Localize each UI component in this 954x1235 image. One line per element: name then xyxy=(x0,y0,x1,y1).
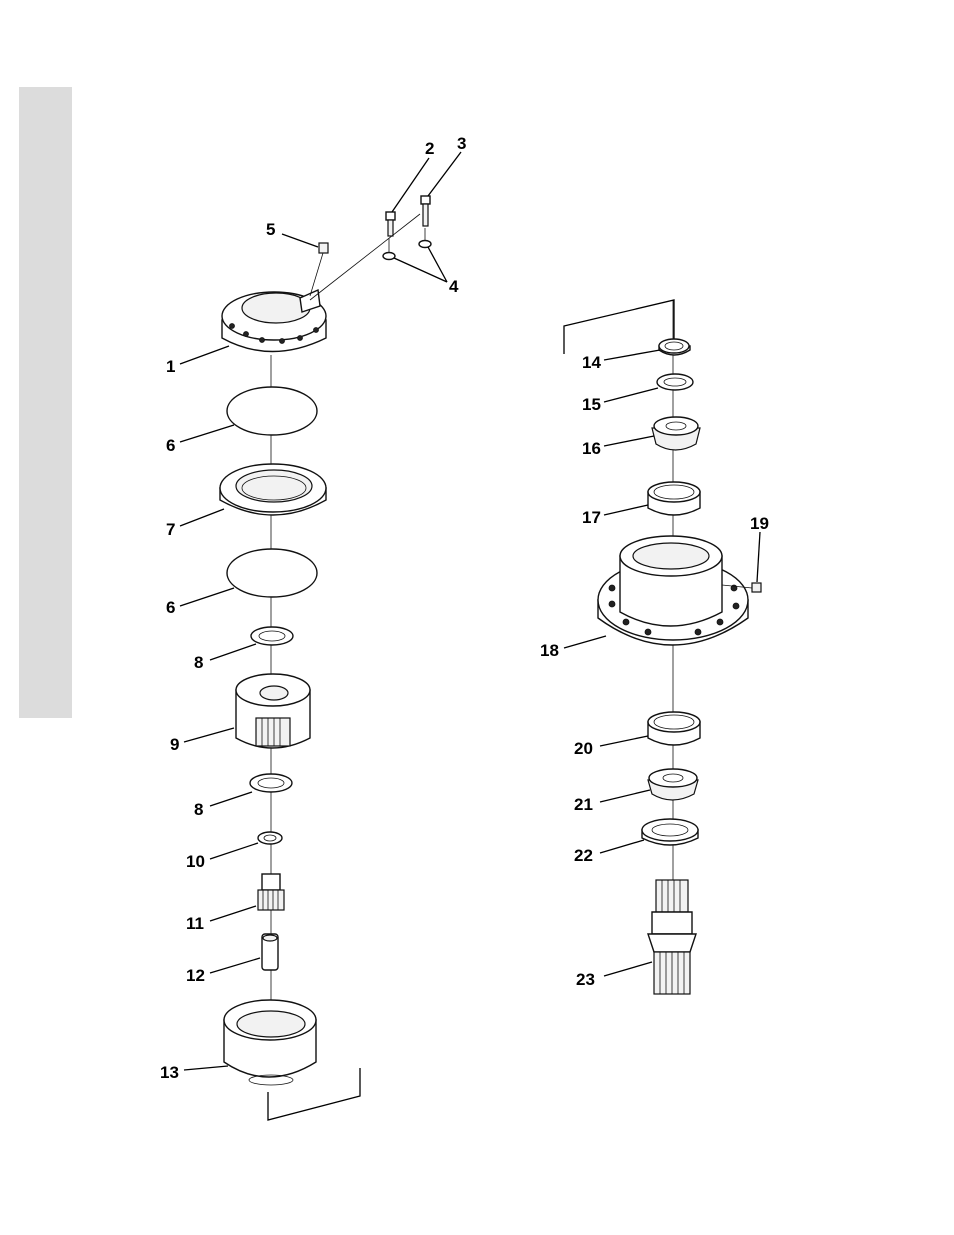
part-14-seal xyxy=(659,339,690,355)
part-9-planet-carrier xyxy=(236,674,310,748)
part-4-washers xyxy=(383,241,431,260)
part-10-washer xyxy=(258,832,282,844)
callout-4: 4 xyxy=(449,277,459,296)
part-6-gasket-upper xyxy=(227,387,317,435)
callout-3: 3 xyxy=(457,134,466,153)
callout-1: 1 xyxy=(166,357,175,376)
part-8-washer-lower xyxy=(250,774,292,792)
callout-8-upper: 8 xyxy=(194,653,203,672)
callout-21: 21 xyxy=(574,795,593,814)
part-5-plug xyxy=(319,243,328,253)
part-17-bearing-cup xyxy=(648,482,700,515)
callout-11: 11 xyxy=(186,914,204,933)
callout-10: 10 xyxy=(186,852,205,871)
part-23-output-shaft xyxy=(648,880,696,994)
callout-9: 9 xyxy=(170,735,179,754)
callout-17: 17 xyxy=(582,508,601,527)
callout-12: 12 xyxy=(186,966,205,985)
part-22-seal xyxy=(642,819,698,845)
part-11-sun-gear xyxy=(258,874,284,910)
callout-15: 15 xyxy=(582,395,601,414)
part-21-bearing-cone xyxy=(648,769,698,800)
part-13-ring-gear xyxy=(224,1000,316,1085)
part-18-hub xyxy=(598,536,748,645)
callout-22: 22 xyxy=(574,846,593,865)
part-7-ring-gear xyxy=(220,464,326,515)
callout-5: 5 xyxy=(266,220,275,239)
callout-2: 2 xyxy=(425,139,434,158)
callout-19: 19 xyxy=(750,514,769,533)
callout-16: 16 xyxy=(582,439,601,458)
part-2-bolt xyxy=(386,212,395,236)
part-20-bearing-cup xyxy=(648,712,700,745)
callout-13: 13 xyxy=(160,1063,179,1082)
part-16-bearing-cone xyxy=(652,417,700,450)
part-3-bolt xyxy=(421,196,430,226)
part-8-washer-upper xyxy=(251,627,293,645)
callout-8-lower: 8 xyxy=(194,800,203,819)
callout-6-upper: 6 xyxy=(166,436,175,455)
part-6-gasket-lower xyxy=(227,549,317,597)
connection-bracket-right xyxy=(564,300,674,354)
callout-20: 20 xyxy=(574,739,593,758)
callout-23: 23 xyxy=(576,970,595,989)
callout-7: 7 xyxy=(166,520,175,539)
callout-18: 18 xyxy=(540,641,559,660)
part-15-washer xyxy=(657,374,693,390)
part-12-shaft xyxy=(262,934,278,970)
part-19-plug xyxy=(752,583,761,592)
callout-6-lower: 6 xyxy=(166,598,175,617)
callout-14: 14 xyxy=(582,353,601,372)
